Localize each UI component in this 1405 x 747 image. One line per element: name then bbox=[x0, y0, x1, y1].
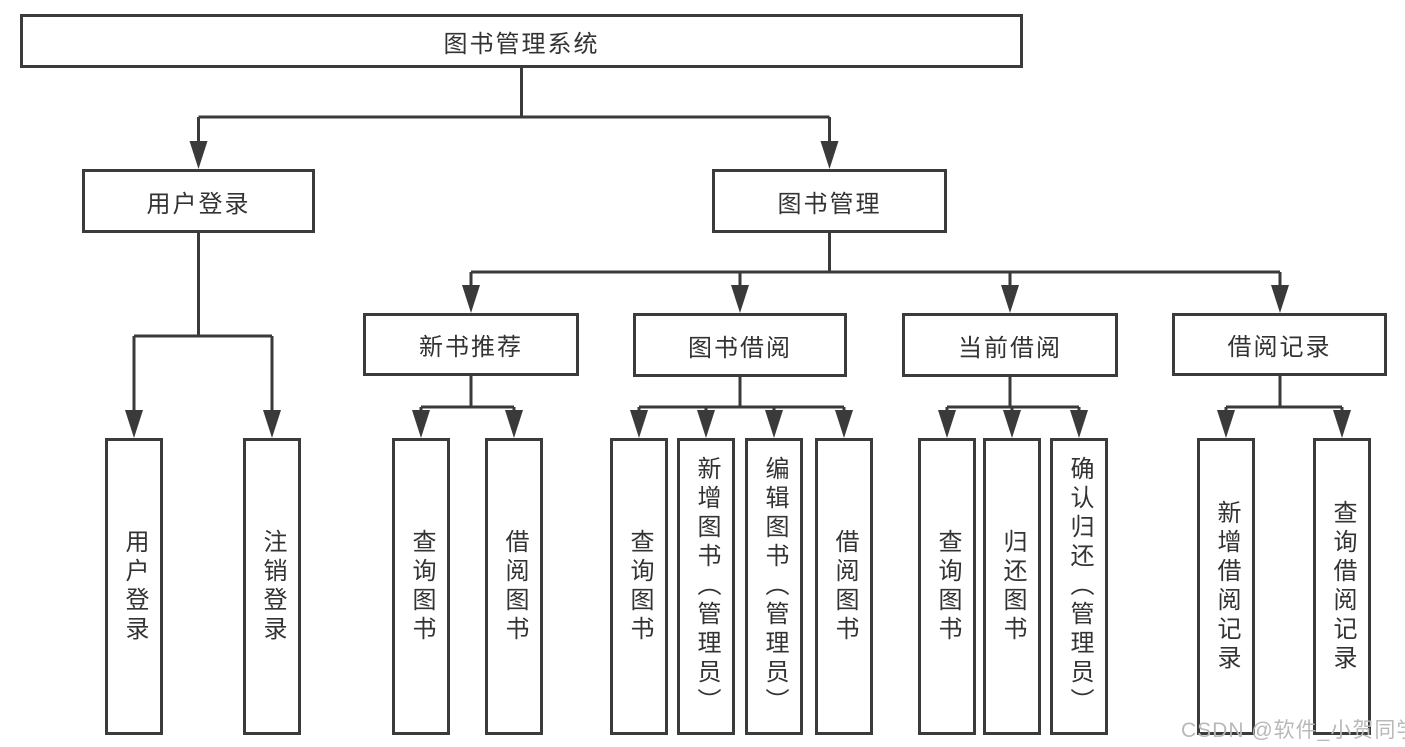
node-new-book-recommend: 新书推荐 bbox=[363, 313, 579, 376]
arrow-down-icon bbox=[189, 141, 208, 169]
arrow-down-icon bbox=[505, 410, 523, 438]
leaf-query-borrow-record: 查询借阅记录 bbox=[1313, 438, 1371, 735]
arrow-down-icon bbox=[1003, 410, 1021, 438]
arrowheads bbox=[125, 141, 1351, 438]
node-borrow-records: 借阅记录 bbox=[1172, 313, 1387, 376]
arrow-down-icon bbox=[1070, 410, 1088, 438]
leaf-edit-books-admin: 编辑图书（管理员） bbox=[745, 438, 803, 735]
arrow-down-icon bbox=[1217, 410, 1235, 438]
leaf-return-books: 归还图书 bbox=[983, 438, 1041, 735]
leaf-user-login: 用户登录 bbox=[105, 438, 163, 735]
arrow-down-icon bbox=[820, 141, 839, 169]
leaf-logout: 注销登录 bbox=[243, 438, 301, 735]
arrow-down-icon bbox=[697, 410, 715, 438]
arrow-down-icon bbox=[835, 410, 853, 438]
leaf-confirm-return-admin: 确认归还（管理员） bbox=[1050, 438, 1108, 735]
leaf-add-books-admin: 新增图书（管理员） bbox=[677, 438, 735, 735]
leaf-recommend-borrow-books: 借阅图书 bbox=[485, 438, 543, 735]
arrow-down-icon bbox=[1001, 285, 1019, 313]
node-book-management: 图书管理 bbox=[712, 169, 947, 233]
arrow-down-icon bbox=[462, 285, 480, 313]
leaf-borrow-query-books: 查询图书 bbox=[610, 438, 668, 735]
arrow-down-icon bbox=[1271, 285, 1289, 313]
arrow-down-icon bbox=[630, 410, 648, 438]
arrow-down-icon bbox=[938, 410, 956, 438]
arrow-down-icon bbox=[125, 410, 143, 438]
leaf-recommend-query-books: 查询图书 bbox=[392, 438, 450, 735]
arrow-down-icon bbox=[412, 410, 430, 438]
arrow-down-icon bbox=[263, 410, 281, 438]
arrow-down-icon bbox=[765, 410, 783, 438]
node-root: 图书管理系统 bbox=[20, 14, 1023, 68]
node-current-borrow: 当前借阅 bbox=[902, 313, 1118, 377]
leaf-add-borrow-record: 新增借阅记录 bbox=[1197, 438, 1255, 735]
node-user-login: 用户登录 bbox=[82, 169, 315, 233]
csdn-watermark: CSDN @软件_小贺同学 bbox=[1181, 719, 1405, 742]
arrow-down-icon bbox=[731, 285, 749, 313]
node-book-borrow: 图书借阅 bbox=[633, 313, 847, 377]
arrow-down-icon bbox=[1333, 410, 1351, 438]
leaf-borrow-books: 借阅图书 bbox=[815, 438, 873, 735]
leaf-current-query-books: 查询图书 bbox=[918, 438, 976, 735]
